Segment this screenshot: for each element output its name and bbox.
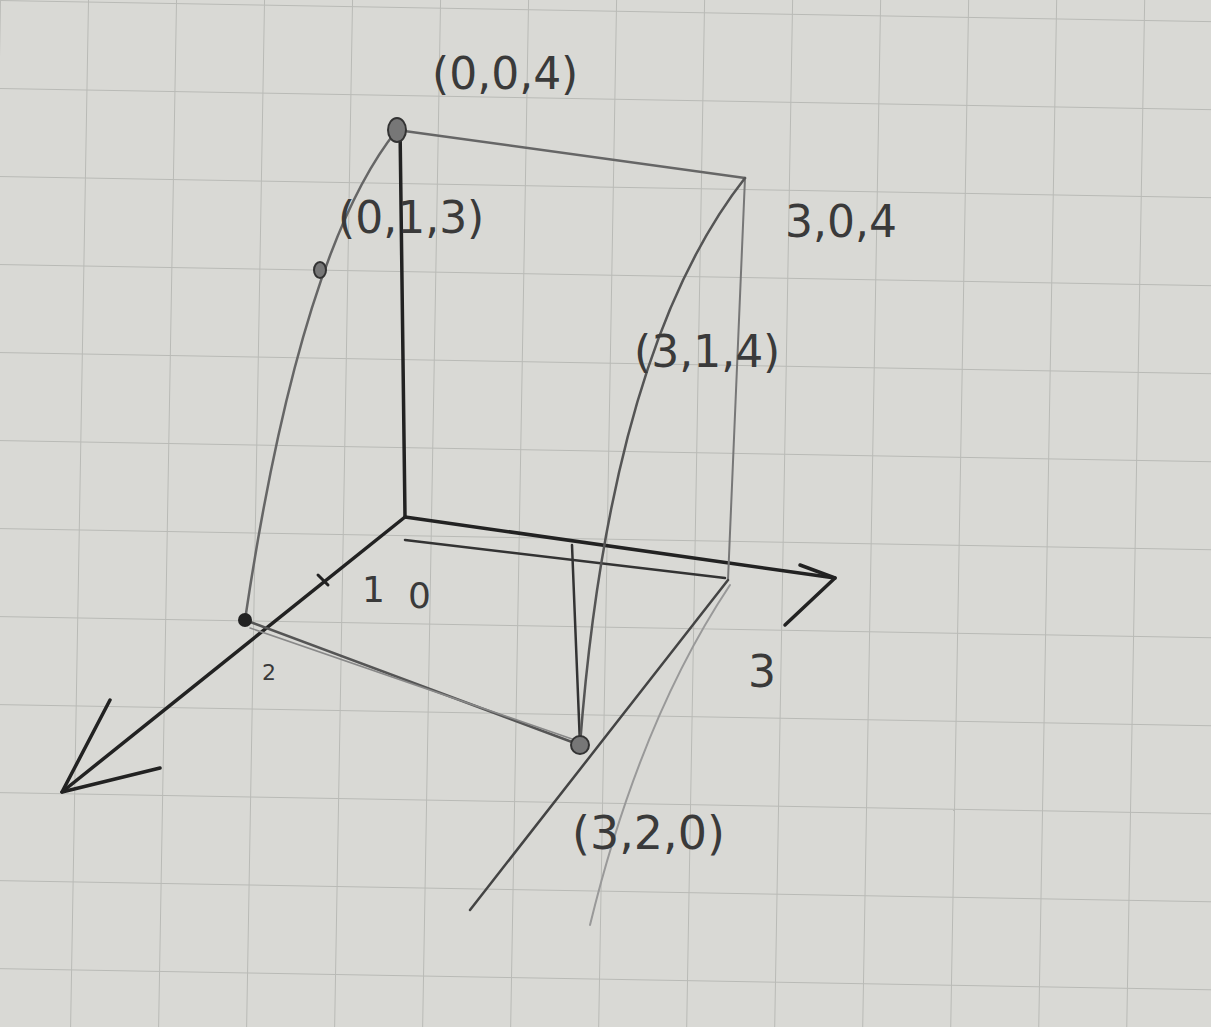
arrow-head [62,700,160,792]
axis-tick-label: 2 [262,662,276,684]
point-label: (3,2,0) [572,810,725,856]
z-axis [400,125,405,517]
y-axis [405,517,835,578]
point-label: (0,1,3) [338,196,484,240]
point [314,262,326,278]
axis-tick-label: 3 [748,650,776,694]
arrow-head [785,565,835,625]
point-label: 3,0,4 [785,200,897,244]
point [388,118,406,142]
tick [318,575,328,585]
axis-tick-label: 1 [362,572,385,608]
point-label: (3,1,4) [634,330,780,374]
edge-line [572,545,580,745]
curve [580,178,745,745]
edge-line [245,620,580,745]
edge-line [728,178,745,580]
edge-line [250,628,575,740]
x-axis [62,517,405,792]
point [238,613,252,627]
point-label: (0,0,4) [432,52,578,96]
edge-line [470,580,728,910]
guide-line [405,540,725,578]
curve [590,585,730,925]
edge-line [397,130,745,178]
axis-tick-label: 0 [408,578,431,614]
point [571,736,589,754]
